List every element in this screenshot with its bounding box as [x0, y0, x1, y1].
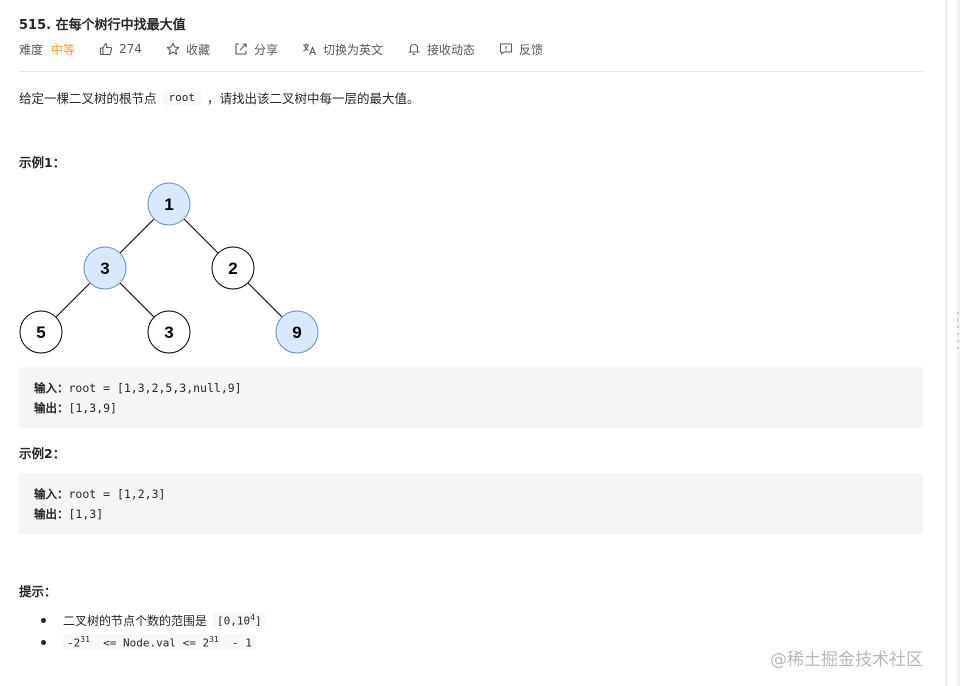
resize-grip-icon[interactable]	[956, 310, 960, 356]
star-icon	[166, 42, 180, 55]
hints-title: 提示：	[19, 584, 57, 599]
output-label: 输出：	[34, 401, 69, 415]
hint-code-exponent: 31	[209, 634, 219, 644]
feedback-label: 反馈	[519, 42, 544, 57]
difficulty: 难度 中等	[19, 41, 75, 58]
description-text-before: 给定一棵二叉树的根节点	[19, 91, 157, 106]
feedback-icon	[499, 43, 513, 55]
problem-meta-bar: 难度 中等 274 收藏 分享 切换为英	[19, 41, 567, 57]
tree-node: 1	[147, 182, 191, 226]
tree-node: 5	[19, 310, 63, 354]
tree-node-label: 2	[228, 259, 237, 278]
thumbs-up-icon	[99, 42, 113, 56]
example2-code-block: 输入：root = [1,2,3] 输出：[1,3]	[19, 473, 923, 534]
share-label: 分享	[253, 42, 278, 57]
list-item: -231 <= Node.val <= 231 - 1	[19, 632, 266, 652]
description-text-after: ，请找出该二叉树中每一层的最大值。	[207, 91, 420, 106]
binary-tree-diagram: 1 3 2 5 3 9	[19, 182, 319, 354]
hint-code-suffix: - 1	[232, 636, 252, 650]
hint-code-suffix: ]	[254, 614, 262, 628]
example2-title: 示例2：	[19, 446, 66, 461]
tree-node: 3	[147, 310, 191, 354]
example1-title: 示例1：	[19, 155, 66, 170]
tree-node: 9	[275, 310, 319, 354]
hint-code-prefix: -2	[67, 636, 81, 650]
translate-label: 切换为英文	[322, 42, 383, 57]
list-item: 二叉树的节点个数的范围是 [0,104]	[19, 610, 266, 630]
example1-input-line: 输入：root = [1,3,2,5,3,null,9]	[34, 378, 908, 398]
input-value: root = [1,2,3]	[68, 487, 166, 501]
description-code: root	[162, 89, 202, 106]
output-value: [1,3]	[68, 507, 104, 521]
vertical-scrollbar[interactable]	[945, 0, 960, 686]
tree-node: 2	[211, 246, 255, 290]
share-icon	[235, 43, 247, 55]
difficulty-value: 中等	[51, 42, 76, 57]
problem-description: 给定一棵二叉树的根节点 root ，请找出该二叉树中每一层的最大值。	[19, 88, 420, 107]
hint-code: -231 <= Node.val <= 231 - 1	[63, 633, 256, 651]
hint-code-middle: <= Node.val <= 2	[103, 636, 210, 650]
tree-node-label: 1	[164, 195, 173, 214]
follow-button[interactable]: 接收动态	[407, 41, 475, 58]
example2-output-line: 输出：[1,3]	[34, 504, 908, 524]
watermark: @稀土掘金技术社区	[770, 650, 923, 670]
example2-input-line: 输入：root = [1,2,3]	[34, 484, 908, 504]
output-value: [1,3,9]	[68, 401, 117, 415]
tree-node-label: 5	[36, 323, 45, 342]
translate-button[interactable]: 切换为英文	[302, 41, 383, 58]
like-count: 274	[119, 42, 142, 56]
input-value: root = [1,3,2,5,3,null,9]	[68, 381, 242, 395]
favorite-button[interactable]: 收藏	[166, 41, 210, 58]
share-button[interactable]: 分享	[234, 41, 278, 58]
output-label: 输出：	[34, 507, 69, 521]
follow-label: 接收动态	[426, 42, 475, 57]
feedback-button[interactable]: 反馈	[499, 41, 543, 58]
bullet-icon	[41, 639, 46, 645]
divider	[19, 71, 923, 72]
favorite-label: 收藏	[185, 42, 210, 57]
example1-code-block: 输入：root = [1,3,2,5,3,null,9] 输出：[1,3,9]	[19, 367, 923, 428]
hint-text: 二叉树的节点个数的范围是	[63, 613, 208, 628]
hint-code-prefix: [0,10	[217, 614, 251, 628]
bell-icon	[408, 43, 420, 55]
translate-icon	[302, 43, 316, 56]
tree-node-label: 9	[292, 323, 301, 342]
problem-title: 515. 在每个树行中找最大值	[19, 18, 186, 33]
input-label: 输入：	[34, 487, 69, 501]
hints-list: 二叉树的节点个数的范围是 [0,104] -231 <= Node.val <=…	[19, 610, 266, 654]
scrollbar-thumb[interactable]	[948, 0, 957, 686]
tree-node: 3	[83, 246, 127, 290]
tree-node-label: 3	[164, 323, 173, 342]
tree-node-label: 3	[100, 259, 109, 278]
like-button[interactable]: 274	[99, 42, 142, 56]
hint-code-exponent: 31	[80, 634, 90, 644]
hint-code-exponent: 4	[250, 612, 255, 622]
hint-code: [0,104]	[213, 611, 266, 629]
example1-output-line: 输出：[1,3,9]	[34, 398, 908, 418]
input-label: 输入：	[34, 381, 69, 395]
bullet-icon	[41, 617, 46, 623]
difficulty-label: 难度	[19, 42, 44, 57]
